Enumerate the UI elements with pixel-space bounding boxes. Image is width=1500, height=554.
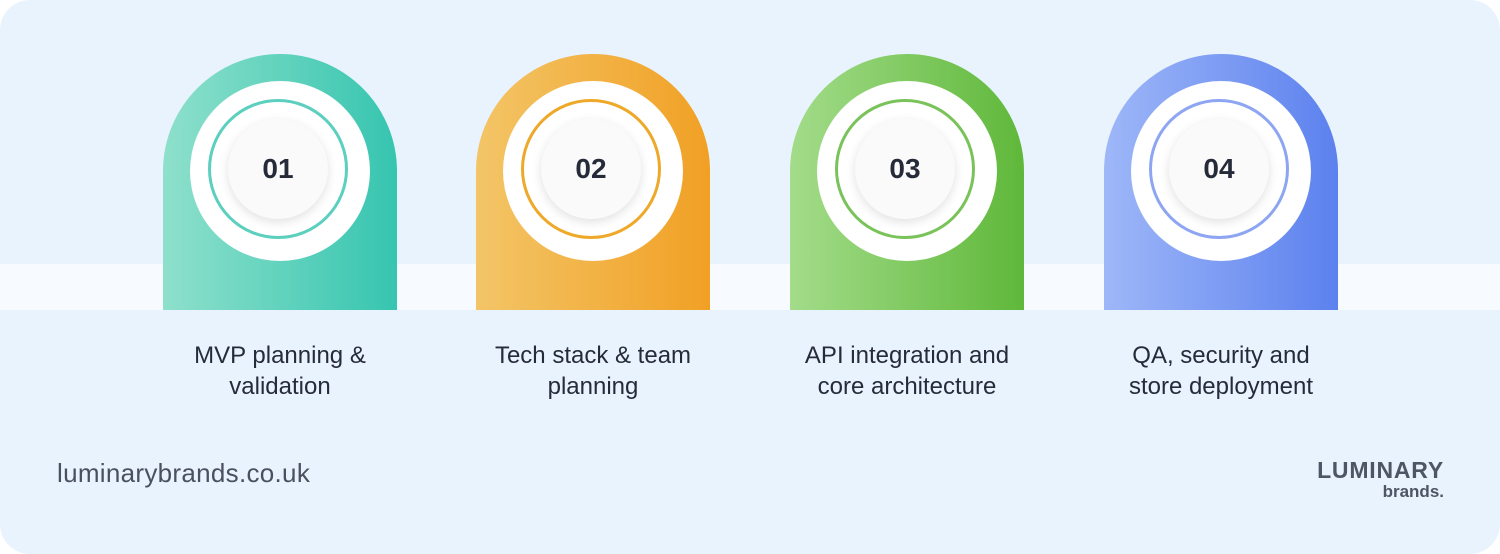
step-2-number: 02 [541,119,641,219]
step-2-label-line1: Tech stack & team [494,342,692,369]
step-4-ring [1149,99,1289,239]
logo-subtext: brands. [1382,482,1444,501]
step-1-label-line2: validation [229,373,331,400]
step-4-number: 04 [1169,119,1269,219]
step-1-number: 01 [228,119,328,219]
brand-logo: LUMINARY brands. [1317,457,1444,501]
step-3: 03 API integration and core architecture [790,0,1024,400]
website-url: luminarybrands.co.uk [57,458,311,488]
step-4-label: QA, security and store deployment [1074,340,1368,402]
step-2-ring [521,99,661,239]
logo-wordmark: LUMINARY [1317,457,1444,483]
step-1: 01 MVP planning & validation [163,0,397,400]
step-2-label-line2: planning [547,373,639,400]
step-3-ring [835,99,975,239]
step-1-label: MVP planning & validation [133,340,427,402]
step-3-label-line2: core architecture [817,373,997,400]
step-4-label-line1: QA, security and [1132,342,1310,369]
step-4-label-line2: store deployment [1128,373,1314,400]
step-3-label-line1: API integration and [804,342,1010,369]
step-2-label: Tech stack & team planning [446,340,740,402]
step-1-label-line1: MVP planning & [194,342,366,369]
step-3-label: API integration and core architecture [760,340,1054,402]
step-1-ring [208,99,348,239]
step-3-number: 03 [855,119,955,219]
step-2: 02 Tech stack & team planning [476,0,710,400]
step-4: 04 QA, security and store deployment [1104,0,1338,400]
